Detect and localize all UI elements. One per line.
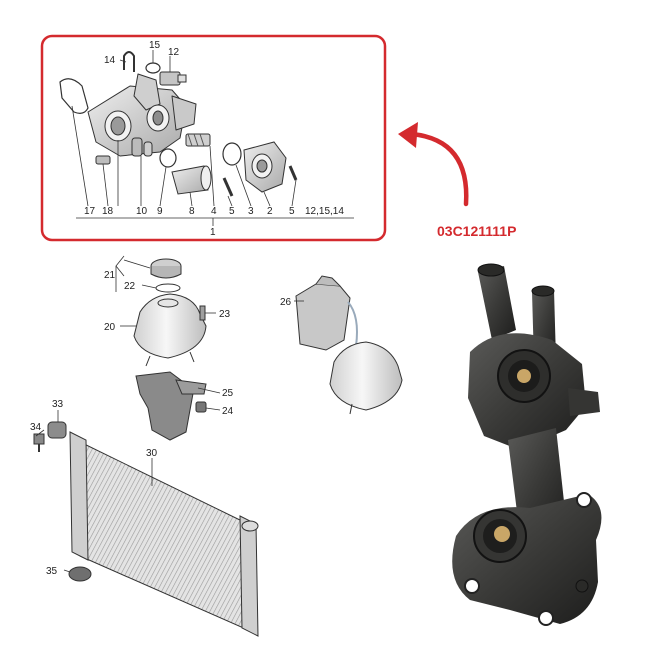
- bolt-5-right: [288, 165, 298, 181]
- callout-5: 5: [229, 206, 235, 217]
- callout-9: 9: [157, 206, 163, 217]
- clip-14: [123, 51, 135, 72]
- callout-10: 10: [136, 206, 148, 217]
- callout-22: 22: [124, 281, 136, 292]
- callout-8: 8: [189, 206, 195, 217]
- pointer-arrow: [409, 131, 469, 207]
- callout-20: 20: [104, 322, 116, 333]
- bolt-5-left: [222, 177, 234, 197]
- temperature-sensor-12: [159, 71, 187, 86]
- callout-33: 33: [52, 399, 64, 410]
- o-ring-15: [145, 62, 161, 74]
- thermostat-housing-drawing: [87, 73, 197, 157]
- callout-30: 30: [146, 448, 158, 459]
- connector-10: [131, 137, 153, 157]
- callout-4: 4: [211, 206, 217, 217]
- callout-3: 3: [248, 206, 254, 217]
- callout-21: 21: [104, 270, 116, 281]
- callout-18: 18: [102, 206, 114, 217]
- arrow-head-icon: [398, 122, 418, 148]
- callout-24: 24: [222, 406, 234, 417]
- coolant-bottle-group: [295, 275, 403, 415]
- cover-2: [243, 141, 287, 193]
- callout-23: 23: [219, 309, 231, 320]
- callout-14: 14: [104, 55, 116, 66]
- callout-2: 2: [267, 206, 273, 217]
- callout-26: 26: [280, 297, 292, 308]
- expansion-tank-leaders: [115, 255, 221, 411]
- callout-leaders: [71, 50, 354, 226]
- callout-12: 12: [168, 47, 180, 58]
- bolt-18: [95, 155, 111, 165]
- callout-12-15-14: 12,15,14: [305, 206, 344, 217]
- gasket-17: [59, 78, 89, 114]
- radiator-leaders: [35, 410, 153, 573]
- expansion-tank-group: [133, 258, 207, 441]
- callout-34: 34: [30, 422, 42, 433]
- callout-1: 1: [210, 227, 216, 238]
- thermostat-housing-group: 17 18 10 9 8 4 5 3 2 5 12,15,14 1 14 15 …: [40, 34, 387, 242]
- thermostat-housing-product-photo: [452, 263, 602, 626]
- callout-25: 25: [222, 388, 234, 399]
- o-ring-9: [159, 148, 177, 168]
- o-ring-3: [222, 142, 242, 166]
- part-number: 03C121111P: [437, 223, 516, 239]
- pipe-8: [171, 165, 212, 195]
- callout-5b: 5: [289, 206, 295, 217]
- callout-35: 35: [46, 566, 58, 577]
- thermostat-4: [185, 133, 211, 147]
- radiator-group: [33, 421, 259, 637]
- callout-15: 15: [149, 40, 161, 51]
- callout-17: 17: [84, 206, 96, 217]
- highlight-frame: [40, 34, 387, 242]
